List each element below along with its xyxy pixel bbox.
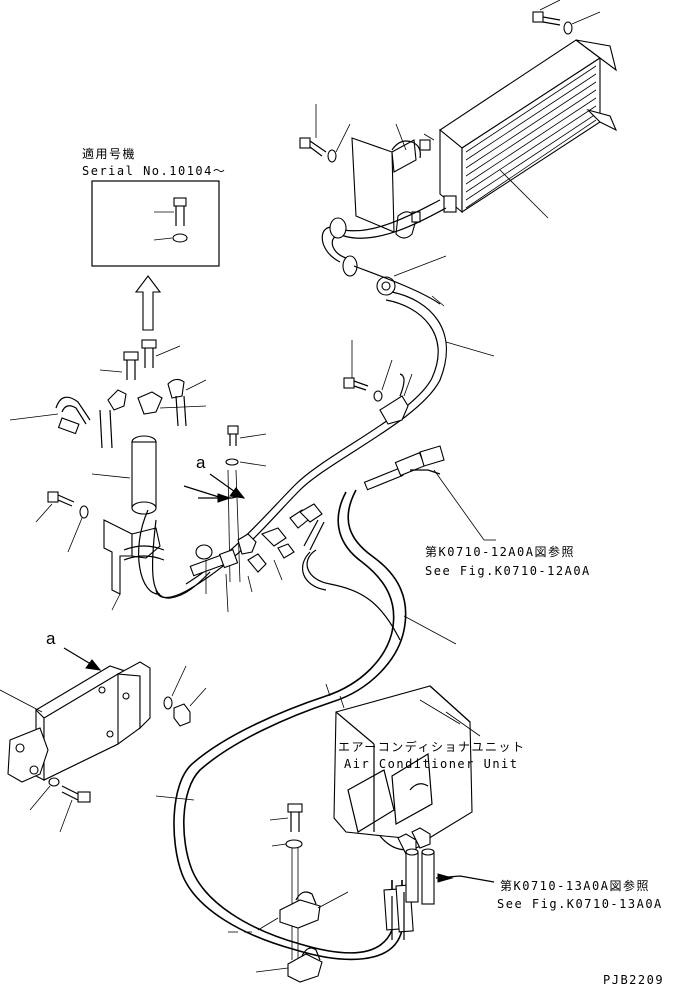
hose-icon <box>363 445 445 491</box>
bolt-icon <box>99 351 139 380</box>
ac-unit-icon <box>333 685 481 855</box>
drawing-code-label: PJB2209 <box>603 973 665 987</box>
washer-icon <box>163 665 187 710</box>
washer-icon <box>67 505 89 553</box>
condenser-icon <box>439 39 618 214</box>
hose-icon <box>155 489 457 961</box>
washer-icon <box>225 458 267 467</box>
clamp-icon <box>379 373 413 425</box>
view-a-arrow-icon <box>63 647 102 671</box>
bolt-icon <box>299 104 327 157</box>
washer-icon <box>29 777 60 811</box>
ac-unit-en-label: Air Conditioner Unit <box>344 757 519 771</box>
ref-fig-12-jp-label: 第K0710-12A0A図参照 <box>425 545 575 559</box>
serial-inset-box <box>91 180 220 267</box>
bolt-icon <box>154 197 187 226</box>
ref-fig-13-jp-label: 第K0710-13A0A図参照 <box>500 879 650 893</box>
receiver-dryer-icon <box>91 435 157 515</box>
bolt-icon <box>269 803 303 832</box>
washer-icon <box>271 839 303 849</box>
view-a-arrow-icon <box>209 473 246 499</box>
ref-fig-12-en-label: See Fig.K0710-12A0A <box>425 564 591 578</box>
serial-number-label: Serial No.10104～ <box>82 164 227 178</box>
hose-icon <box>189 503 325 613</box>
bolt-icon <box>141 339 181 368</box>
clamp-icon <box>329 217 447 296</box>
bolt-icon <box>35 491 75 523</box>
nut-icon <box>173 687 207 727</box>
bracket-icon <box>351 123 435 239</box>
ref-fig-13-en-label: See Fig.K0710-13A0A <box>497 897 663 911</box>
ac-unit-jp-label: エアーコンディショナユニット <box>338 740 526 754</box>
view-marker-a-lower: a <box>46 629 56 648</box>
bolt-icon <box>227 425 267 446</box>
washer-icon <box>563 11 601 35</box>
clamp-icon <box>255 947 323 983</box>
bolt-icon <box>343 340 369 391</box>
view-marker-a-upper: a <box>196 453 206 472</box>
hose-icon <box>137 378 207 427</box>
hose-icon <box>383 848 435 940</box>
clamp-icon <box>257 891 349 931</box>
hose-icon <box>9 389 127 449</box>
arrow-icon <box>134 275 162 331</box>
washer-icon <box>373 359 393 402</box>
washer-icon <box>327 123 351 163</box>
bracket-icon <box>0 661 151 783</box>
applicable-model-label: 適用号機 <box>82 147 137 161</box>
washer-icon <box>153 233 188 243</box>
bolt-icon <box>59 785 91 833</box>
bolt-icon <box>532 0 561 26</box>
